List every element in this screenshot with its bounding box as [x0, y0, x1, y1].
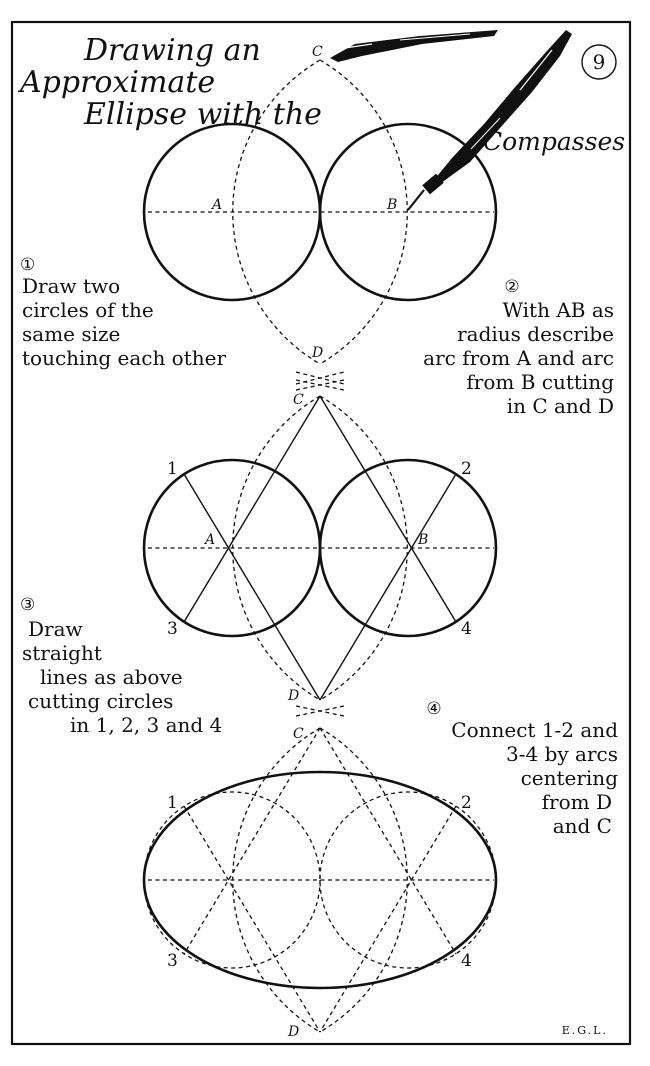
small-cross-d [295, 371, 345, 385]
step-line: Draw two [22, 274, 120, 298]
arc-from-a [319, 727, 408, 1033]
step-line: centering [521, 766, 619, 790]
step-line: in 1, 2, 3 and 4 [70, 713, 222, 737]
step-line: straight [22, 641, 102, 665]
step-line: arc from A and arc [423, 346, 614, 370]
signature: E.G.L. [562, 1024, 608, 1037]
label-d: D [287, 688, 299, 704]
title: Drawing an Approximate Ellipse with the … [17, 33, 625, 156]
step-line: touching each other [22, 346, 226, 370]
label-2: 2 [461, 459, 472, 479]
title-line-2: Approximate [17, 65, 215, 100]
step-number: ② [504, 277, 519, 297]
plate-number: 9 [593, 50, 606, 74]
label-4: 4 [461, 619, 472, 639]
label-c: C [293, 392, 304, 408]
step-2-text: ② With AB as radius describe arc from A … [423, 277, 614, 418]
label-b: B [386, 197, 397, 213]
label-1: 1 [167, 793, 178, 813]
line-1-a-d [183, 473, 321, 701]
line-c-b-4 [319, 395, 457, 623]
title-line-4: Compasses [483, 127, 625, 156]
step-1-text: ① Draw two circles of the same size touc… [20, 255, 226, 370]
step-line: in C and D [507, 394, 614, 418]
figure-3: C D 1 2 3 4 [142, 726, 498, 1040]
step-line: With AB as [502, 298, 614, 322]
label-c: C [312, 44, 323, 60]
step-line: from B cutting [466, 370, 614, 394]
step-line: same size [22, 322, 120, 346]
arc-from-b [232, 395, 321, 701]
arc-from-a [319, 395, 408, 701]
step-line: circles of the [22, 298, 154, 322]
label-d: D [287, 1024, 299, 1040]
figure-1: A B C D [142, 44, 498, 385]
label-b: B [417, 532, 428, 548]
compass-illustration [330, 30, 572, 211]
small-cross-top [295, 379, 345, 391]
label-d: D [311, 345, 323, 361]
line-2-b-d [319, 473, 457, 701]
line-c-a-3 [183, 727, 321, 955]
step-4-text: ④ Connect 1-2 and 3-4 by arcs centering … [426, 699, 618, 838]
step-line: Draw [28, 617, 83, 641]
arc-from-a [319, 59, 408, 365]
step-number: ③ [20, 595, 35, 615]
arc-from-b [232, 59, 321, 365]
label-3: 3 [167, 951, 178, 971]
label-4: 4 [461, 951, 472, 971]
figure-2: A B C D 1 2 3 4 [142, 379, 498, 717]
label-2: 2 [461, 793, 472, 813]
step-line: lines as above [40, 665, 183, 689]
step-line: from D [542, 790, 612, 814]
plate-border [10, 20, 632, 1046]
label-1: 1 [167, 459, 178, 479]
line-1-a-d [183, 805, 321, 1033]
title-line-1: Drawing an [83, 33, 261, 68]
circle-b [318, 458, 498, 638]
step-number: ④ [426, 699, 441, 719]
label-a: A [203, 532, 215, 548]
approximate-ellipse [142, 770, 498, 990]
circle-b [318, 122, 498, 302]
small-cross-bottom [295, 705, 345, 717]
line-2-b-d [319, 805, 457, 1033]
plate-number-badge: 9 [581, 44, 617, 80]
step-3-text: ③ Draw straight lines as above cutting c… [20, 595, 222, 737]
line-c-a-3 [183, 395, 321, 623]
step-line: cutting circles [28, 689, 173, 713]
step-line: Connect 1-2 and [451, 718, 618, 742]
arc-from-b [232, 727, 321, 1033]
label-a: A [210, 197, 222, 213]
step-line: and C [553, 814, 612, 838]
line-c-b-4 [319, 727, 457, 955]
circle-a [143, 791, 321, 969]
label-3: 3 [167, 619, 178, 639]
title-line-3: Ellipse with the [83, 97, 322, 132]
step-number: ① [20, 255, 35, 275]
step-line: radius describe [457, 322, 614, 346]
label-c: C [293, 726, 304, 742]
step-line: 3-4 by arcs [506, 742, 618, 766]
